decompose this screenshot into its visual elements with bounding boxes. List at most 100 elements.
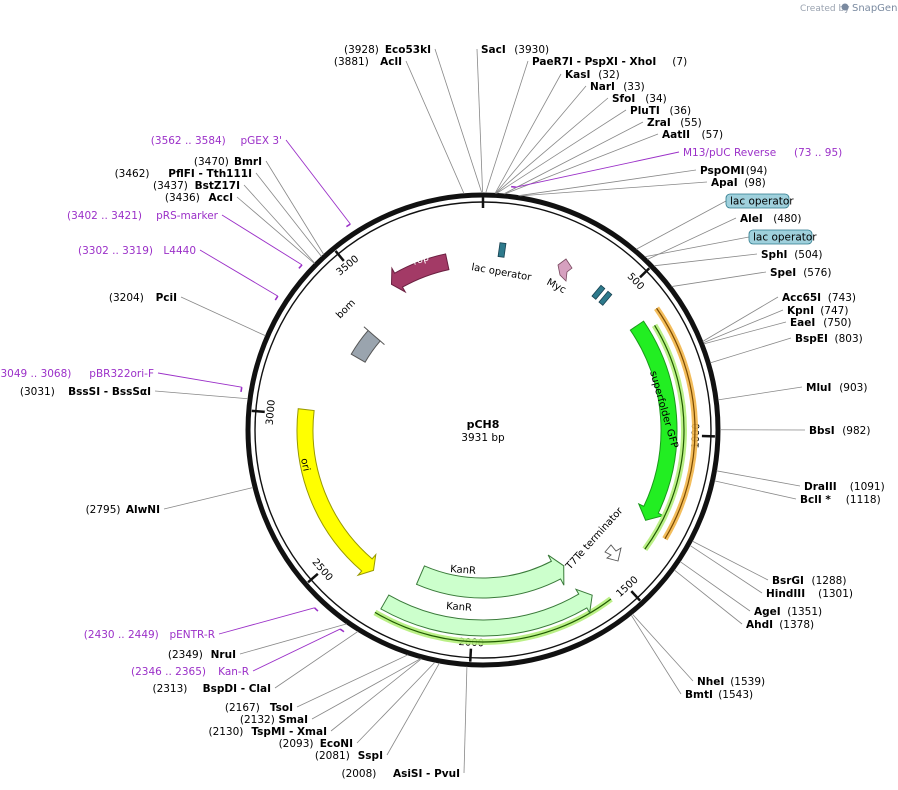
site-name[interactable]: NarI [590,81,615,93]
site-name[interactable]: SfoI [612,93,635,105]
primer-annotation[interactable]: pGEX 3'(3562 .. 3584) [151,135,351,228]
site-name[interactable]: BclI * [800,494,831,506]
primer-annotation[interactable]: pRS-marker(3402 .. 3421) [67,210,303,269]
site-name[interactable]: DraIII [804,481,837,493]
restriction-site[interactable]: BstZ17I(3437) [153,180,316,264]
site-name[interactable]: AleI [740,213,763,225]
site-name[interactable]: HindIII [766,588,805,600]
primer-name[interactable]: pRS-marker [156,210,219,222]
site-name[interactable]: BbsI [809,425,835,437]
restriction-site[interactable]: AleI(480) [647,213,802,260]
restriction-site[interactable]: PaeR7I - PspXI - XhoI(7) [485,56,688,194]
restriction-site[interactable]: PflFI - Tth111I(3462) [115,168,322,257]
primer-annotation[interactable]: M13/pUC Reverse(73 .. 95) [511,147,842,188]
ori-arrow[interactable] [296,408,377,577]
restriction-site[interactable]: SpeI(576) [671,267,832,287]
restriction-site[interactable]: EaeI(750) [703,317,852,345]
restriction-site[interactable]: PspOMI(94) [518,165,767,197]
restriction-site[interactable]: TspMI - XmaI(2130) [208,658,422,738]
site-name[interactable]: BspEI [795,333,828,345]
site-name[interactable]: AgeI [754,606,781,618]
site-name[interactable]: SacI [481,44,506,56]
site-name[interactable]: BstZ17I [195,180,240,192]
restriction-site[interactable]: ApaI(98) [519,177,766,197]
restriction-site[interactable]: BbsI(982) [719,425,870,437]
restriction-site[interactable]: EcoNI(2093) [279,661,436,750]
site-name[interactable]: AhdI [746,619,773,631]
restriction-site[interactable]: HindIII(1301) [689,545,853,600]
lac-operator-marker[interactable] [497,242,507,258]
lac-operator-marker-2a[interactable] [591,284,606,300]
restriction-site[interactable]: BsrGI(1288) [692,540,846,587]
rop-arrow[interactable] [390,253,450,294]
restriction-site[interactable]: SmaI(2132) [240,658,421,726]
site-name[interactable]: BsrGI [772,575,804,587]
primer-name[interactable]: pBR322ori-F [89,368,154,380]
site-name[interactable]: Acc65I [782,292,821,304]
site-name[interactable]: Eco53kI [385,44,431,56]
site-name[interactable]: PspOMI [700,165,745,177]
restriction-site[interactable]: AhdI(1378) [674,569,814,631]
site-name[interactable]: BmtI [685,689,713,701]
site-name[interactable]: MluI [806,382,831,394]
lac-operator-pill[interactable]: lac operator [636,193,794,250]
restriction-site[interactable]: SphI(504) [653,249,823,267]
primer-annotation[interactable]: pENTR-R(2430 .. 2449) [84,607,319,641]
restriction-site[interactable]: BmtI(1543) [630,614,753,701]
site-name[interactable]: NruI [211,649,236,661]
restriction-site[interactable]: AatII(57) [504,129,724,195]
restriction-site[interactable]: SspI(2081) [315,662,440,762]
site-name[interactable]: ZraI [647,117,671,129]
restriction-site[interactable]: TsoI(2167) [225,654,409,714]
site-name[interactable]: KpnI [787,305,814,317]
restriction-site[interactable]: Eco53kI(3928) [344,44,483,194]
site-name[interactable]: AsiSI - PvuI [393,768,460,780]
restriction-site[interactable]: Acc65I(743) [702,292,856,342]
restriction-site[interactable]: ZraI(55) [503,117,702,195]
primer-name[interactable]: Kan-R [218,666,249,678]
site-name[interactable]: BssSI - BssSαI [68,386,151,398]
restriction-site[interactable]: NarI(33) [495,81,645,194]
restriction-site[interactable]: BmrI(3470) [194,156,325,255]
restriction-site[interactable]: NruI(2349) [168,623,347,661]
site-name[interactable]: KasI [565,69,590,81]
kanr-outer-arrow[interactable] [380,588,593,637]
site-name[interactable]: PluTI [630,105,660,117]
restriction-site[interactable]: DraIII(1091) [716,470,885,493]
site-name[interactable]: PflFI - Tth111I [168,168,252,180]
restriction-site[interactable]: BspDI - ClaI(2313) [152,631,359,695]
restriction-site[interactable]: PciI(3204) [109,292,266,337]
restriction-site[interactable]: AccI(3436) [165,192,315,264]
site-name[interactable]: SmaI [279,714,309,726]
primer-name[interactable]: M13/pUC Reverse [683,147,776,159]
primer-name[interactable]: pGEX 3' [240,135,282,147]
primer-annotation[interactable]: pBR322ori-F(3049 .. 3068) [0,368,243,393]
restriction-site[interactable]: BspEI(803) [710,333,863,364]
site-name[interactable]: PciI [156,292,177,304]
site-name[interactable]: TsoI [270,702,293,714]
site-name[interactable]: ApaI [711,177,738,189]
site-name[interactable]: TspMI - XmaI [251,726,327,738]
restriction-site[interactable]: PluTI(36) [496,105,691,194]
restriction-site[interactable]: SfoI(34) [495,93,667,194]
primer-name[interactable]: L4440 [163,245,196,257]
restriction-site[interactable]: BssSI - BssSαI(3031) [20,386,249,400]
site-name[interactable]: PaeR7I - PspXI - XhoI [532,56,656,68]
site-name[interactable]: SphI [761,249,787,261]
t7te-terminator-marker[interactable] [604,544,622,562]
primer-name[interactable]: pENTR-R [169,629,215,641]
site-name[interactable]: BmrI [234,156,262,168]
restriction-site[interactable]: NheI(1539) [632,613,765,688]
restriction-site[interactable]: KpnI(747) [703,305,848,344]
bom-feature[interactable] [350,326,385,363]
site-name[interactable]: EcoNI [320,738,353,750]
site-name[interactable]: AlwNI [126,504,160,516]
superfolder-gfp-arrow[interactable] [629,320,678,521]
restriction-site[interactable]: AgeI(1351) [679,561,822,618]
restriction-site[interactable]: MluI(903) [718,382,867,401]
lac-operator-marker-2b[interactable] [598,290,613,306]
lac-operator-pill[interactable]: lac operator [644,229,818,258]
myc-tag-marker[interactable] [557,258,573,282]
site-name[interactable]: AclI [380,56,402,68]
kanr-inner-arrow[interactable] [415,554,565,599]
